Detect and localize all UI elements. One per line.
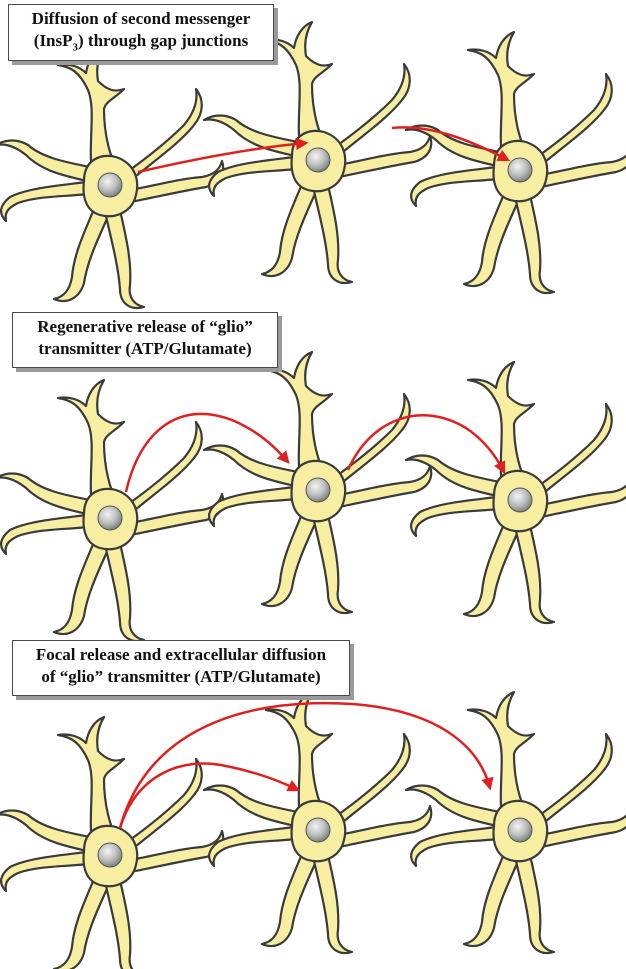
panel-1-caption: Diffusion of second messenger (InsP3) th… [8,4,274,61]
astrocyte-3 [406,362,626,623]
astrocyte-2 [204,352,431,613]
astrocyte-1 [0,47,223,308]
astrocyte-3 [406,32,626,293]
signal-arrow-regen-1 [126,414,288,492]
panel-2-regenerative-release [0,352,626,641]
panel-3-title-line-1: Focal release and extracellular diffusio… [19,644,343,666]
panel-3-title-line-2: of “glio” transmitter (ATP/Glutamate) [19,666,343,688]
panel-2-title-line-2: transmitter (ATP/Glutamate) [19,338,271,360]
panel-1-title-line-2: (InsP3) through gap junctions [15,30,267,52]
panel-3-focal-release [0,692,626,969]
astrocyte-3 [406,692,626,953]
astrocyte-1 [0,717,223,969]
astrocyte-1 [0,380,223,641]
panel-1-title-post: ) through gap junctions [78,31,248,50]
panel-2-title-line-1: Regenerative release of “glio” [19,316,271,338]
panel-2-caption: Regenerative release of “glio” transmitt… [12,312,278,368]
panel-3-caption: Focal release and extracellular diffusio… [12,640,350,696]
astrocyte-2 [204,692,431,953]
panel-1-gap-junction [0,22,626,308]
panel-1-title-line-1: Diffusion of second messenger [15,8,267,30]
panel-1-title-pre: (InsP [34,31,73,50]
